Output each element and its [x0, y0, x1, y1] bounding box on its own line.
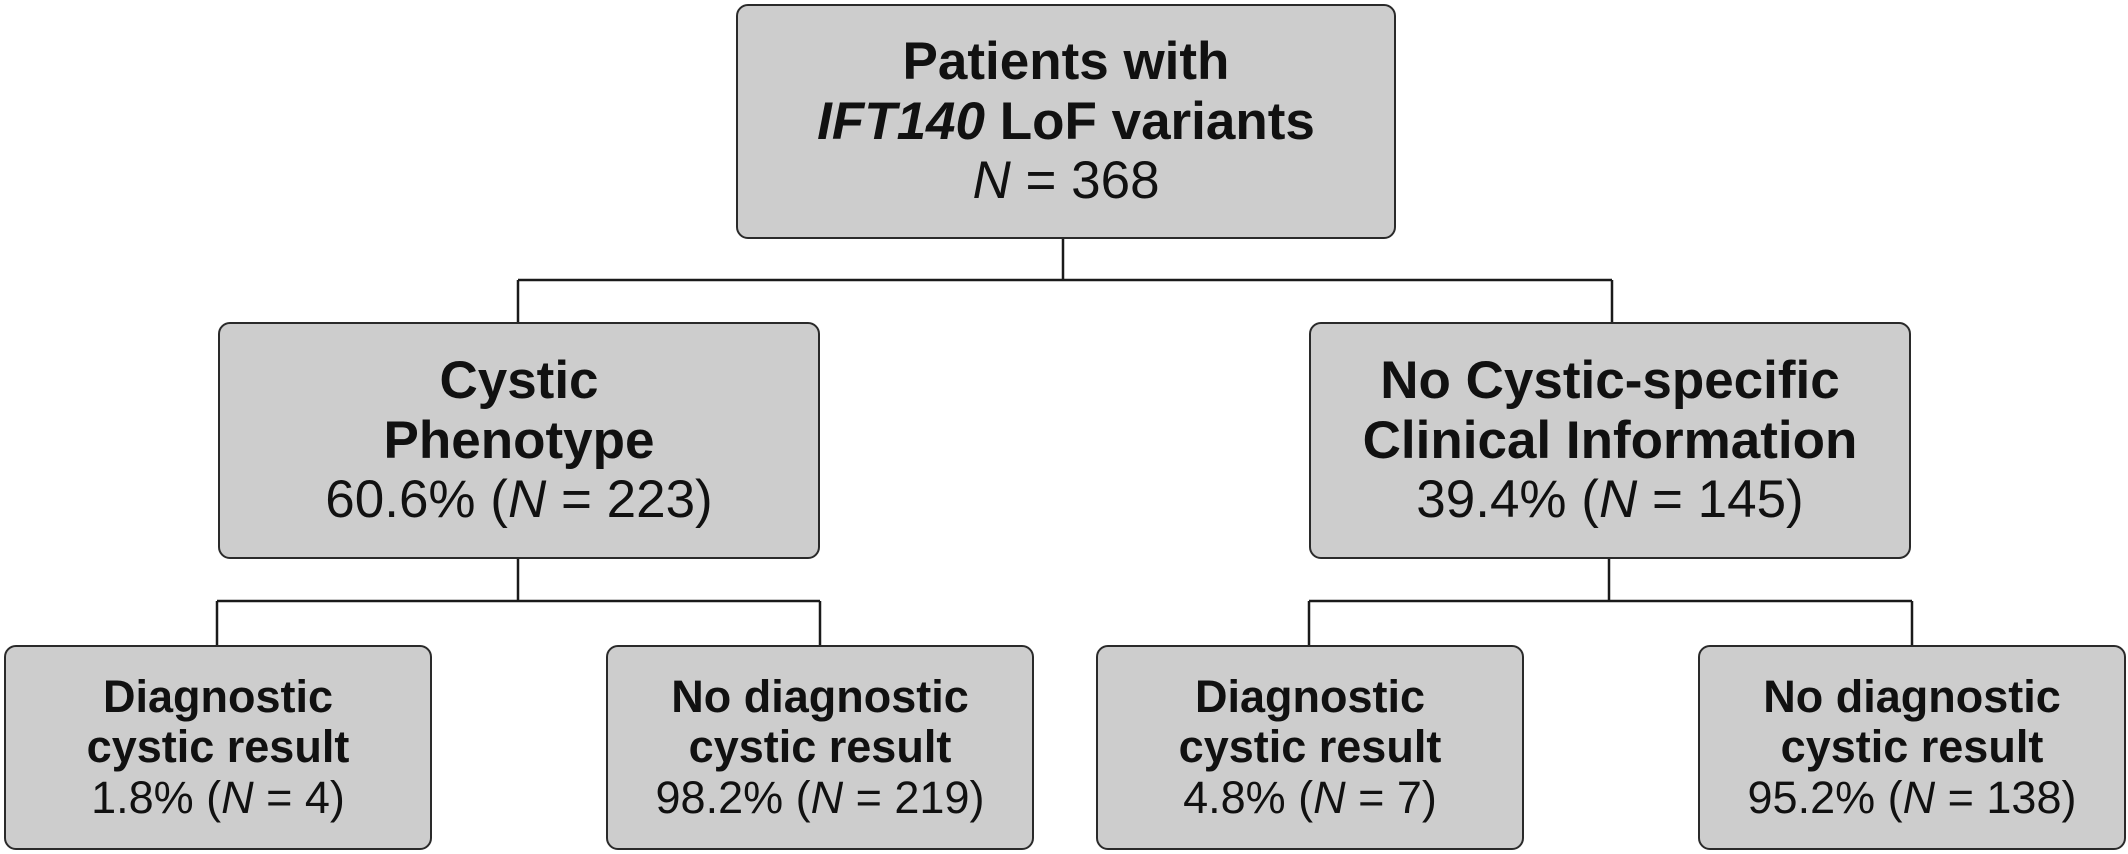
leaf-2-stat: 98.2% (N = 219): [655, 771, 985, 823]
leaf-2-stat-pct: 98.2% (: [655, 771, 811, 823]
leaf-no-cystic-diagnostic: Diagnostic cystic result 4.8% (N = 7): [1096, 645, 1524, 850]
root-node-patients: Patients with IFT140 LoF variants N = 36…: [736, 4, 1396, 239]
cystic-title-line2: Phenotype: [383, 410, 655, 470]
cystic-stat-n: N: [507, 470, 547, 530]
root-stat: N = 368: [972, 151, 1159, 210]
cystic-stat-pct: 60.6% (: [325, 470, 508, 530]
leaf-no-cystic-no-diagnostic: No diagnostic cystic result 95.2% (N = 1…: [1698, 645, 2126, 850]
root-title-line2-rest: LoF variants: [985, 91, 1315, 151]
leaf-1-stat: 1.8% (N = 4): [91, 771, 345, 823]
node-no-cystic-info: No Cystic-specific Clinical Information …: [1309, 322, 1911, 559]
leaf-3-stat: 4.8% (N = 7): [1183, 771, 1437, 823]
leaf-2-title-line1: No diagnostic: [671, 670, 969, 722]
leaf-3-stat-n: N: [1313, 771, 1346, 823]
leaf-1-stat-value: = 4): [253, 771, 345, 823]
leaf-2-title-line2: cystic result: [688, 721, 952, 773]
no-cystic-stat-pct: 39.4% (: [1416, 470, 1599, 530]
no-cystic-stat-value: = 145): [1637, 470, 1804, 530]
leaf-3-title-line1: Diagnostic: [1194, 670, 1426, 722]
leaf-4-title-line1: No diagnostic: [1763, 670, 2061, 722]
node-cystic-phenotype: Cystic Phenotype 60.6% (N = 223): [218, 322, 820, 559]
leaf-3-stat-pct: 4.8% (: [1183, 771, 1314, 823]
no-cystic-title-line1: No Cystic-specific: [1380, 351, 1840, 411]
leaf-4-stat: 95.2% (N = 138): [1747, 771, 2077, 823]
leaf-4-title-line2: cystic result: [1780, 721, 2044, 773]
no-cystic-stat-n: N: [1598, 470, 1638, 530]
leaf-1-title-line1: Diagnostic: [102, 670, 334, 722]
leaf-1-stat-pct: 1.8% (: [91, 771, 222, 823]
root-stat-value: = 368: [1010, 151, 1160, 211]
leaf-cystic-no-diagnostic: No diagnostic cystic result 98.2% (N = 2…: [606, 645, 1034, 850]
cystic-stat: 60.6% (N = 223): [325, 470, 712, 529]
leaf-2-stat-value: = 219): [843, 771, 985, 823]
leaf-3-stat-value: = 7): [1345, 771, 1437, 823]
leaf-4-stat-value: = 138): [1935, 771, 2077, 823]
root-gene-name: IFT140: [817, 91, 986, 151]
no-cystic-title-line2: Clinical Information: [1362, 410, 1858, 470]
no-cystic-stat: 39.4% (N = 145): [1416, 470, 1803, 529]
cystic-stat-value: = 223): [546, 470, 713, 530]
cystic-title-line1: Cystic: [439, 351, 599, 411]
leaf-4-stat-n: N: [1902, 771, 1936, 823]
leaf-1-stat-n: N: [221, 771, 254, 823]
leaf-2-stat-n: N: [810, 771, 844, 823]
leaf-3-title-line2: cystic result: [1178, 721, 1442, 773]
root-title-line1: Patients with: [902, 32, 1230, 92]
leaf-1-title-line2: cystic result: [86, 721, 350, 773]
root-title-line2: IFT140 LoF variants: [817, 92, 1315, 151]
root-stat-n: N: [972, 151, 1011, 211]
leaf-cystic-diagnostic: Diagnostic cystic result 1.8% (N = 4): [4, 645, 432, 850]
leaf-4-stat-pct: 95.2% (: [1747, 771, 1903, 823]
